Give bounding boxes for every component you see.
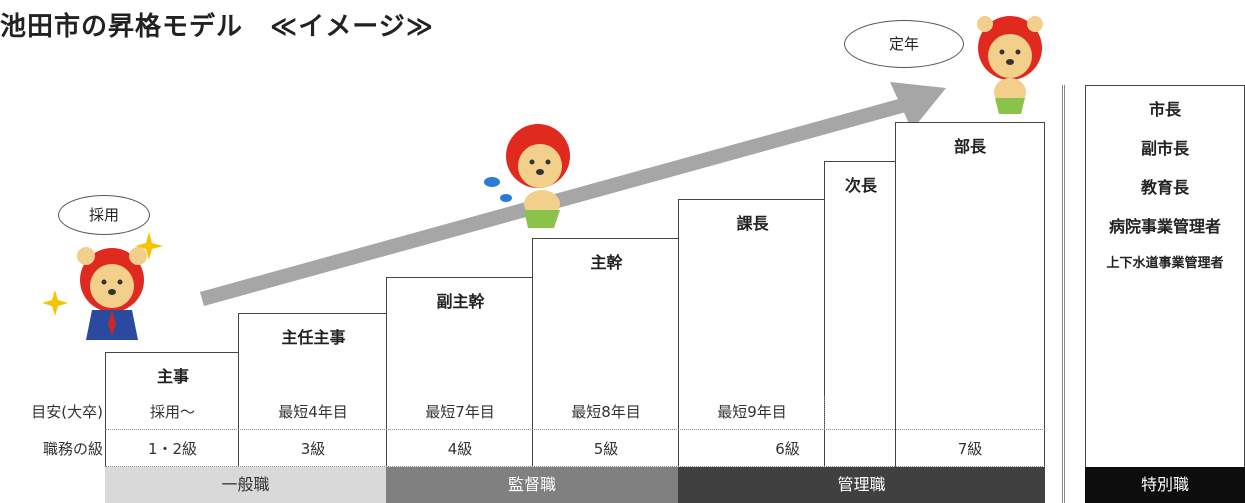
band-managerial: 管理職 bbox=[678, 467, 1045, 503]
cell-divider bbox=[824, 396, 825, 429]
section-divider bbox=[1062, 85, 1065, 503]
mascot-suit-icon bbox=[77, 247, 147, 340]
step-label: 次長 bbox=[844, 176, 877, 195]
grade-cell: 1・2級 bbox=[147, 440, 198, 458]
grade-cell: 7級 bbox=[957, 440, 983, 458]
band-special: 特別職 bbox=[1085, 467, 1245, 503]
special-position: 市長 bbox=[1148, 100, 1181, 119]
step-kacho: 課長 bbox=[678, 199, 826, 503]
mascot-waving-icon bbox=[977, 16, 1043, 114]
page-title: 池田市の昇格モデル ≪イメージ≫ bbox=[0, 12, 434, 42]
step-label: 主幹 bbox=[590, 253, 623, 272]
row-label-years: 目安(大卒) bbox=[31, 403, 103, 421]
sparkle-icon bbox=[135, 232, 163, 260]
grade-cell: 3級 bbox=[300, 440, 326, 458]
step-label: 副主幹 bbox=[436, 292, 485, 311]
speech-bubble-hire: 採用 bbox=[58, 195, 150, 235]
step-bucho: 部長 bbox=[895, 122, 1045, 503]
band-supervisory: 監督職 bbox=[386, 467, 678, 503]
grade-cell: 4級 bbox=[447, 440, 473, 458]
special-positions-box: 市長 副市長 教育長 病院事業管理者 上下水道事業管理者 bbox=[1085, 85, 1245, 503]
years-cell: 最短9年目 bbox=[717, 403, 787, 421]
step-shukan: 主幹 bbox=[532, 238, 680, 503]
special-position: 副市長 bbox=[1140, 139, 1189, 158]
step-label: 主任主事 bbox=[281, 328, 346, 347]
step-label: 課長 bbox=[736, 214, 769, 233]
row-label-grade: 職務の級 bbox=[42, 440, 103, 458]
speech-bubble-retire: 定年 bbox=[844, 20, 964, 68]
special-position: 教育長 bbox=[1140, 178, 1189, 197]
band-general: 一般職 bbox=[105, 467, 386, 503]
special-position: 上下水道事業管理者 bbox=[1106, 256, 1224, 271]
mascot-running-icon bbox=[484, 124, 570, 228]
grade-cell: 5級 bbox=[593, 440, 619, 458]
step-jicho: 次長 bbox=[824, 161, 897, 503]
row-divider bbox=[105, 466, 1045, 467]
years-cell: 最短7年目 bbox=[425, 403, 495, 421]
step-label: 主事 bbox=[156, 367, 189, 386]
grade-cell: 6級 bbox=[775, 440, 800, 458]
years-cell: 最短4年目 bbox=[278, 403, 348, 421]
sparkle-icon bbox=[42, 290, 68, 316]
step-label: 部長 bbox=[953, 137, 986, 156]
step-fuku-shukan: 副主幹 bbox=[386, 277, 534, 503]
years-cell: 最短8年目 bbox=[571, 403, 641, 421]
years-cell: 採用〜 bbox=[149, 403, 195, 421]
special-position: 病院事業管理者 bbox=[1108, 217, 1221, 236]
row-divider bbox=[105, 429, 1045, 430]
